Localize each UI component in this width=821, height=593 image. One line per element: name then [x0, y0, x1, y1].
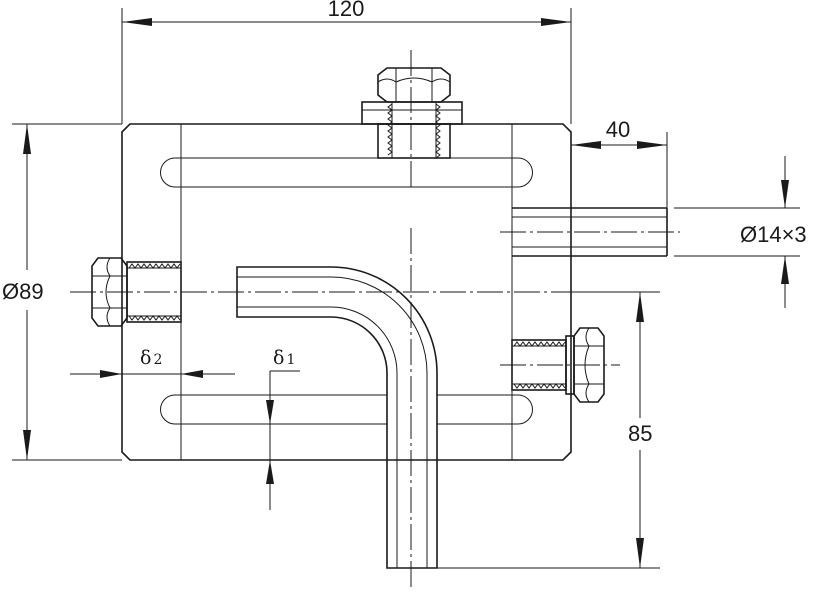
dimension-depth: 85 — [437, 291, 660, 569]
left-bolt — [91, 257, 182, 327]
dimension-height: Ø89 — [2, 123, 122, 461]
dimension-width: 120 — [121, 0, 572, 124]
label-pipe-offset: 40 — [606, 117, 630, 142]
top-bolt — [361, 67, 463, 159]
label-height: Ø89 — [2, 279, 44, 304]
dimension-pipe-size: Ø14×3 — [674, 156, 807, 308]
label-depth: 85 — [628, 421, 652, 446]
slot-bottom — [160, 394, 533, 425]
slot-top — [160, 157, 533, 188]
dimension-pipe-offset: 40 — [571, 117, 668, 208]
bent-pipe — [236, 266, 438, 569]
label-width: 120 — [328, 0, 365, 21]
label-pipe-size: Ø14×3 — [740, 222, 807, 247]
